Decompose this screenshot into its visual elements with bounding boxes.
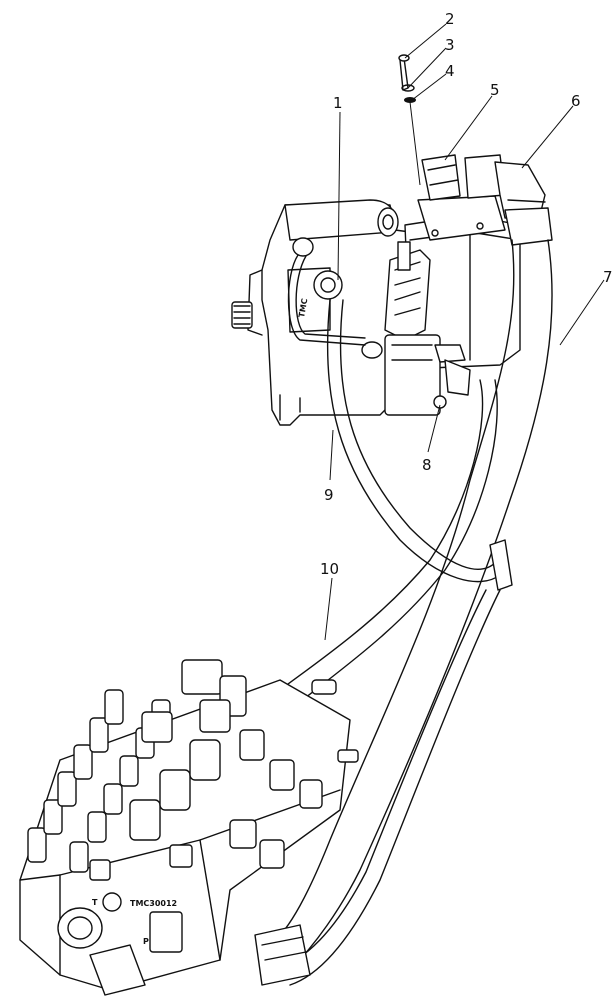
callout-7: 7 bbox=[603, 268, 613, 286]
hoses bbox=[254, 239, 553, 986]
valve-stamp: TMC30012 bbox=[130, 899, 177, 908]
callout-3: 3 bbox=[445, 36, 455, 54]
callout-4: 4 bbox=[445, 62, 455, 80]
callout-labels: 1 2 3 4 5 6 7 8 9 10 bbox=[320, 10, 613, 578]
callout-1: 1 bbox=[333, 94, 343, 112]
pump-assembly: TMC bbox=[231, 154, 553, 426]
callout-8: 8 bbox=[422, 456, 432, 474]
valve-t-port-label: T bbox=[92, 898, 98, 907]
bolt-stack bbox=[398, 54, 421, 186]
callout-6: 6 bbox=[571, 92, 581, 110]
callout-2: 2 bbox=[445, 10, 455, 28]
control-valve-bank: T P TMC30012 bbox=[19, 659, 359, 996]
valve-p-port-label: P bbox=[143, 937, 149, 946]
callout-10: 10 bbox=[320, 560, 339, 578]
pump-stamp: TMC bbox=[297, 298, 309, 319]
leader-lines bbox=[324, 23, 605, 641]
callout-5: 5 bbox=[490, 81, 500, 99]
callout-9: 9 bbox=[324, 486, 334, 504]
